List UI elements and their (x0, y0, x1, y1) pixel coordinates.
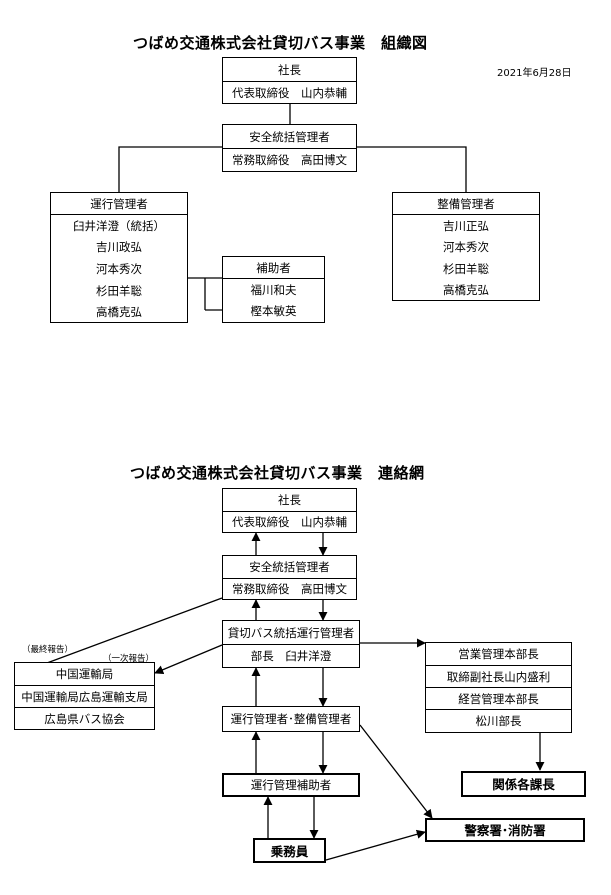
contact-police-box: 警察署･消防署 (425, 818, 585, 842)
org-safety-name: 常務取締役 高田博文 (223, 148, 356, 171)
org-operations-role: 運行管理者 (90, 196, 148, 211)
arrow-managers-to-police (359, 724, 433, 819)
org-president-box: 社長 代表取締役 山内恭輔 (222, 57, 357, 104)
org-operations-member: 高橋克弘 (96, 305, 142, 319)
org-maintenance-member: 河本秀次 (443, 240, 489, 254)
org-president-name: 代表取締役 山内恭輔 (223, 81, 356, 103)
org-maintenance-member: 吉川正弘 (393, 214, 539, 236)
authority-item: 広島県バス協会 (15, 707, 154, 729)
org-operations-member: 杉田羊聡 (96, 284, 142, 298)
org-operations-member: 吉川政弘 (96, 240, 142, 254)
org-operations-member: 河本秀次 (96, 262, 142, 276)
org-date: 2021年6月28日 (497, 68, 572, 79)
executive-item: 経営管理本部長 (426, 687, 571, 709)
org-maintenance-box: 整備管理者 吉川正弘 河本秀次 杉田羊聡 高橋克弘 (392, 192, 540, 301)
contact-departments-box: 関係各課長 (461, 771, 586, 797)
contact-crew-label: 乗務員 (270, 843, 309, 859)
first-report-note: （一次報告） (103, 654, 155, 664)
org-operations-member: 臼井洋澄（統括） (51, 214, 187, 236)
contact-executives-box: 営業管理本部長 取締副社長山内盛利 経営管理本部長 松川部長 (425, 642, 572, 733)
org-assistants-member: 樫本敏英 (250, 304, 297, 318)
arrow-crew-to-police (325, 829, 426, 861)
executive-item: 取締副社長山内盛利 (426, 665, 571, 687)
org-line-safety-maintenance (357, 146, 467, 192)
contact-president-box: 社長 代表取締役 山内恭輔 (222, 488, 357, 533)
contact-authorities-box: 中国運輸局 中国運輸局広島運輸支局 広島県バス協会 (14, 662, 155, 730)
authority-item: 中国運輸局 (55, 667, 114, 681)
org-assistants-box: 補助者 福川和夫 樫本敏英 (222, 256, 325, 323)
contact-president-name: 代表取締役 山内恭輔 (223, 511, 356, 532)
contact-safety-box: 安全統括管理者 常務取締役 高田博文 (222, 555, 357, 600)
org-safety-box: 安全統括管理者 常務取締役 高田博文 (222, 124, 357, 172)
executive-item: 松川部長 (426, 709, 571, 731)
contact-departments-label: 関係各課長 (492, 777, 555, 792)
contact-chief-role: 貸切バス統括運行管理者 (227, 625, 355, 640)
contact-managers-label: 運行管理者･整備管理者 (230, 711, 352, 726)
contact-assistant-label: 運行管理補助者 (250, 777, 332, 792)
contact-president-role: 社長 (278, 493, 301, 507)
org-line-safety-branches (118, 146, 222, 192)
contact-assistant-box: 運行管理補助者 (222, 773, 360, 797)
contact-title: つばめ交通株式会社貸切バス事業 連絡網 (130, 464, 425, 482)
org-title: つばめ交通株式会社貸切バス事業 組織図 (133, 34, 428, 52)
authority-item: 中国運輸局広島運輸支局 (15, 685, 154, 707)
org-maintenance-role: 整備管理者 (437, 196, 495, 211)
org-safety-role: 安全統括管理者 (249, 129, 330, 144)
contact-managers-box: 運行管理者･整備管理者 (222, 706, 360, 732)
org-maintenance-member: 杉田羊聡 (443, 262, 489, 276)
contact-chief-box: 貸切バス統括運行管理者 部長 臼井洋澄 (222, 620, 360, 668)
contact-police-label: 警察署･消防署 (464, 823, 546, 838)
final-report-note: （最終報告） (22, 645, 74, 655)
contact-chief-name: 部長 臼井洋澄 (223, 644, 359, 667)
org-president-role: 社長 (278, 62, 301, 77)
org-maintenance-member: 高橋克弘 (443, 283, 489, 297)
contact-crew-box: 乗務員 (253, 838, 326, 863)
org-assistants-role: 補助者 (256, 260, 291, 275)
contact-safety-role: 安全統括管理者 (249, 560, 330, 574)
org-assistants-member: 福川和夫 (223, 278, 324, 300)
executive-item: 営業管理本部長 (458, 647, 539, 661)
arrow-chief-to-authorities (154, 644, 223, 675)
org-operations-box: 運行管理者 臼井洋澄（統括） 吉川政弘 河本秀次 杉田羊聡 高橋克弘 (50, 192, 188, 323)
arrow-safety-to-authorities (19, 597, 223, 675)
contact-safety-name: 常務取締役 高田博文 (223, 578, 356, 599)
